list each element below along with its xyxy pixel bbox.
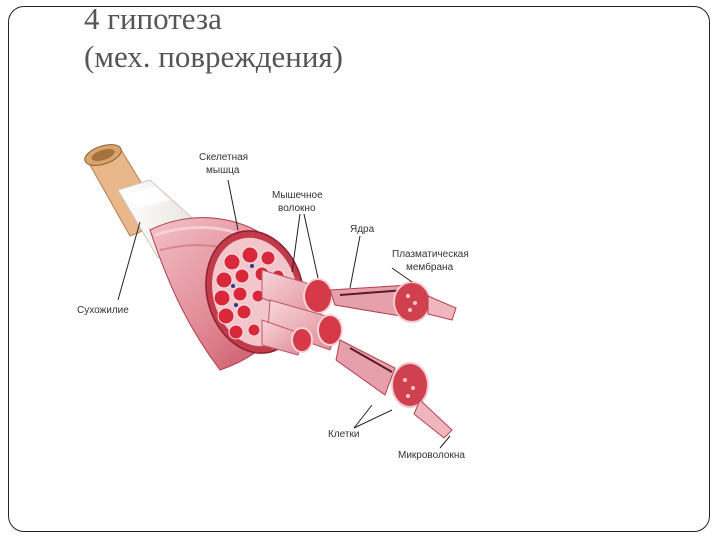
label-plasma-membrane-1: Плазматическая bbox=[392, 249, 469, 260]
fiber-detail-upper bbox=[329, 281, 457, 323]
label-tendon: Сухожилие bbox=[77, 305, 129, 316]
label-skeletal-muscle-2: мышца bbox=[206, 165, 240, 176]
label-muscle-fiber-1: Мышечное bbox=[272, 190, 323, 201]
label-muscle-fiber-2: волокно bbox=[278, 203, 316, 214]
title-line-1: 4 гипотеза bbox=[84, 1, 222, 36]
label-nuclei: Ядра bbox=[350, 224, 375, 235]
label-plasma-membrane-2: мембрана bbox=[406, 261, 454, 273]
muscle-fibers bbox=[261, 269, 343, 356]
label-cells: Клетки bbox=[328, 429, 359, 440]
slide-title: 4 гипотеза (мех. повреждения) bbox=[84, 0, 343, 76]
leader-lines bbox=[117, 179, 451, 449]
label-myofibrils: Микроволокна bbox=[398, 450, 465, 461]
label-skeletal-muscle-1: Скелетная bbox=[199, 152, 248, 163]
slide-frame bbox=[8, 6, 710, 532]
title-line-2: (мех. повреждения) bbox=[84, 39, 343, 74]
fiber-detail-lower bbox=[335, 339, 453, 439]
